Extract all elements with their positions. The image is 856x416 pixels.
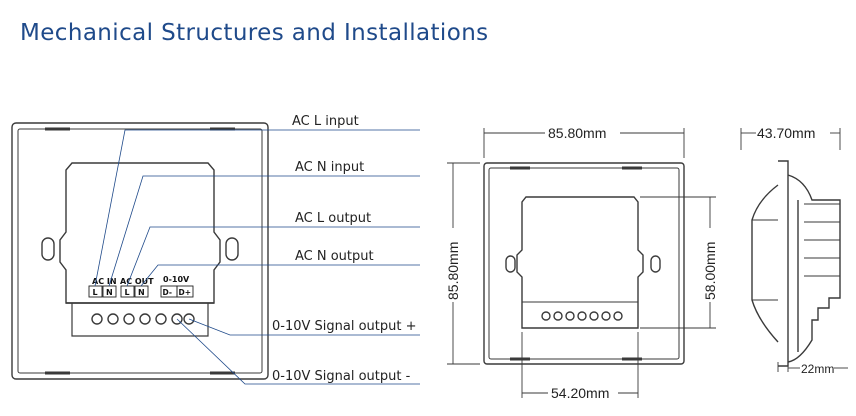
pin-l-out: L (125, 288, 130, 297)
signal-header: 0-10V (163, 275, 190, 284)
page-title: Mechanical Structures and Installations (20, 20, 489, 46)
front-module-body (516, 196, 644, 329)
pin-d-plus: D+ (179, 288, 192, 297)
label-signal-plus: 0-10V Signal output + (272, 319, 417, 334)
label-ac-n-output: AC N output (295, 249, 374, 264)
side-view (751, 160, 841, 367)
rear-view (11, 122, 269, 380)
rear-left-slot (41, 237, 55, 261)
leader-lines (94, 129, 420, 385)
rear-inner-frame (17, 128, 263, 374)
pin-l-in: L (93, 288, 98, 297)
side-dimensions (740, 128, 848, 372)
label-signal-minus: 0-10V Signal output - (272, 369, 411, 384)
label-ac-n-input: AC N input (295, 160, 364, 175)
front-dimensions (447, 128, 716, 398)
side-plate (778, 160, 789, 367)
front-view (483, 162, 685, 365)
label-ac-l-input: AC L input (292, 114, 359, 129)
dim-width: 85.80mm (548, 125, 606, 141)
ac-out-header: AC OUT (120, 277, 154, 286)
ac-in-header: AC IN (92, 277, 117, 286)
front-inner-frame (488, 167, 680, 360)
pin-d-minus: D- (163, 288, 172, 297)
front-outer-frame (483, 162, 685, 365)
label-ac-l-output: AC L output (295, 211, 371, 226)
pin-n-out: N (138, 288, 145, 297)
dim-plate: 22mm (801, 362, 834, 376)
dim-inner-width: 54.20mm (551, 385, 609, 401)
terminal-block: AC IN AC OUT 0-10V L N L N D- D+ (88, 275, 194, 298)
rear-outer-frame (11, 122, 269, 380)
dim-inner-height: 58.00mm (702, 242, 718, 300)
dim-height: 85.80mm (445, 242, 461, 300)
dim-depth: 43.70mm (757, 125, 815, 141)
rear-right-slot (225, 237, 239, 261)
pin-n-in: N (106, 288, 113, 297)
